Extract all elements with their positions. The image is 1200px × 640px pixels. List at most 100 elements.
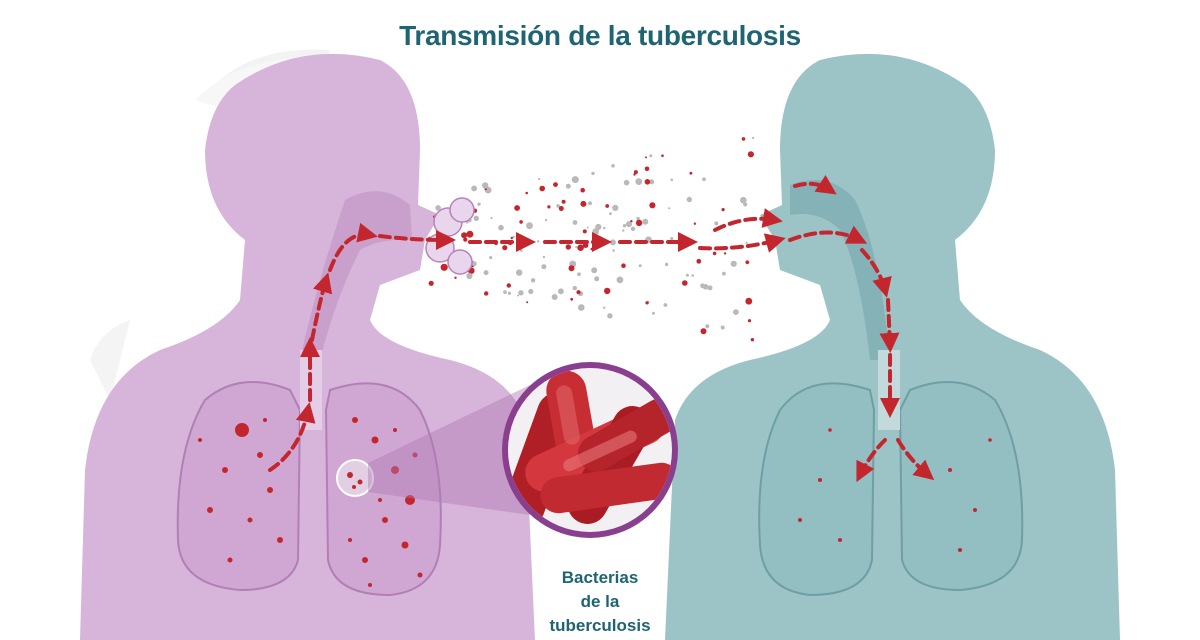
droplet: [609, 212, 612, 216]
droplet: [471, 185, 477, 192]
droplet: [740, 196, 747, 204]
droplet: [580, 187, 585, 193]
bacteria-caption: Bacterias de la tuberculosis: [520, 566, 680, 638]
magnifier-beam: [368, 385, 530, 515]
droplet: [712, 251, 717, 256]
diagram-title: Transmisión de la tuberculosis: [399, 20, 801, 51]
bacteria-magnifier: [502, 362, 678, 538]
arrow-to-right-lung: [896, 438, 935, 481]
droplet: [565, 183, 571, 189]
droplet: [611, 164, 615, 168]
droplet: [649, 202, 656, 209]
droplet: [591, 267, 598, 274]
exposed-person-silhouette: [665, 53, 1120, 640]
exposed-lung-bacteria: [798, 428, 992, 552]
bacteria-caption-line1: Bacterias: [561, 568, 639, 587]
arrow-to-left-lung: [856, 438, 887, 483]
droplet: [604, 287, 611, 295]
arrow-into-mouth: [698, 233, 786, 253]
droplet: [516, 269, 523, 276]
droplet: [565, 244, 571, 250]
droplet: [705, 324, 710, 329]
droplet: [544, 219, 548, 222]
droplet: [636, 216, 640, 221]
droplet: [633, 170, 638, 175]
infected-left-lung: [176, 381, 302, 592]
droplet: [668, 207, 671, 210]
droplet: [570, 297, 574, 301]
droplet: [586, 226, 589, 229]
exposed-airway: [790, 180, 890, 360]
exposed-left-lung: [758, 382, 876, 597]
droplet: [722, 271, 726, 276]
droplet: [635, 178, 643, 186]
droplet: [519, 220, 523, 224]
infected-right-lung: [324, 382, 442, 597]
droplet: [558, 288, 564, 295]
droplet: [603, 306, 606, 309]
droplet: [553, 182, 558, 188]
droplet: [591, 171, 595, 176]
droplet: [696, 258, 702, 264]
droplet: [745, 241, 748, 244]
droplet: [578, 304, 585, 311]
droplet: [466, 272, 473, 280]
droplet: [686, 196, 692, 203]
droplet: [519, 249, 523, 252]
droplet: [603, 226, 606, 230]
transmission-arrows: [268, 175, 935, 483]
droplet: [525, 191, 528, 195]
droplet: [702, 177, 706, 182]
droplet: [700, 328, 707, 335]
droplet: [714, 221, 719, 226]
droplet: [670, 178, 674, 182]
droplet: [685, 273, 689, 277]
droplet: [502, 245, 508, 251]
droplet: [526, 301, 529, 304]
droplet: [537, 240, 540, 243]
droplet: [580, 200, 587, 207]
arrow-into-nose: [713, 208, 783, 232]
droplet: [483, 270, 489, 276]
droplet: [590, 247, 594, 251]
droplet: [577, 244, 584, 251]
droplet: [645, 301, 649, 305]
droplet: [649, 179, 655, 185]
droplet: [670, 237, 674, 241]
droplet: [745, 297, 753, 305]
droplet: [663, 303, 668, 307]
droplet: [622, 224, 627, 228]
droplet: [721, 208, 725, 212]
arrow-throat-down-1: [788, 225, 868, 244]
droplet: [751, 136, 755, 140]
droplet: [466, 230, 474, 238]
droplet: [526, 222, 533, 230]
droplet: [612, 249, 615, 252]
droplet: [633, 173, 636, 176]
droplet: [651, 311, 655, 315]
droplet: [428, 280, 434, 286]
bacteria-caption-line3: tuberculosis: [549, 616, 651, 635]
droplet: [539, 185, 545, 192]
droplet: [530, 278, 536, 283]
droplet: [512, 235, 515, 239]
droplet: [661, 154, 664, 157]
droplet: [626, 221, 632, 228]
droplet: [720, 325, 725, 330]
droplet-cloud: [427, 136, 755, 342]
droplet: [461, 232, 468, 239]
droplet: [542, 255, 546, 259]
droplet: [435, 205, 441, 211]
droplet: [635, 219, 643, 227]
droplet: [477, 202, 481, 206]
droplet: [691, 274, 694, 277]
droplet: [623, 179, 630, 186]
droplet: [644, 166, 650, 172]
droplet: [741, 137, 746, 141]
droplet: [471, 261, 477, 267]
droplet: [506, 283, 511, 288]
droplet: [576, 290, 581, 295]
droplet: [568, 265, 575, 272]
droplet: [482, 182, 489, 189]
bacteria-caption-line2: de la: [580, 592, 620, 611]
